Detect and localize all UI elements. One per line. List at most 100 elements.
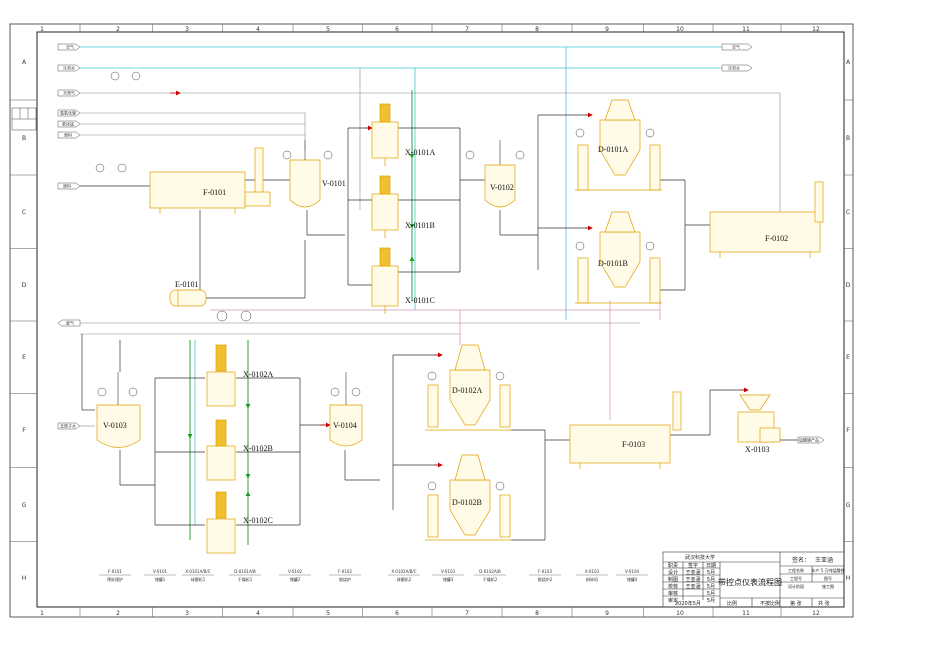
stream-air-in: 空气 (66, 44, 74, 50)
title-block-right-label: 设计阶段 (788, 583, 804, 589)
grid-col-bottom: 7 (465, 610, 469, 617)
tb-date: 2020年5月 (675, 600, 701, 607)
grid-col-top: 12 (812, 26, 820, 33)
legend-tag: V-0102 (288, 569, 303, 574)
legend-tag: V-0103 (441, 569, 456, 574)
dryer-d0101a (575, 99, 662, 191)
grid-col-bottom: 3 (185, 610, 189, 617)
dryer-d0101b (575, 211, 662, 304)
equipment-tag: D-0102B (452, 498, 482, 507)
grid-row-left: E (22, 354, 26, 361)
stream-gas: 天然气 (63, 90, 75, 96)
title-block-cell: 5月 (707, 598, 715, 604)
legend-tag: F-0102 (338, 569, 352, 574)
stream-mno: 氧化锰 (62, 121, 74, 127)
instrument-bubbles (95, 71, 655, 491)
title-block-cell: 审核 (668, 590, 678, 597)
legend-name: 干燥机2 (483, 576, 498, 582)
grid-col-bottom: 11 (742, 610, 750, 617)
grid-row-right: D (846, 282, 851, 289)
grid-row-right: B (846, 135, 850, 142)
vessel-v0103 (96, 372, 141, 448)
legend-tag: X-0102A/B/C (391, 569, 416, 574)
equipment-tag: X-0101B (405, 221, 435, 230)
grid-row-right: C (846, 209, 850, 216)
equipment-legend: F-0101预处理炉V-0101储罐1X-0101A/B/C球磨机1D-0101… (99, 569, 648, 582)
tb-sheet-total: 共 张 (818, 600, 830, 607)
title-block (662, 551, 845, 608)
equipment-tag: V-0102 (490, 183, 514, 192)
grid-row-left: D (22, 282, 27, 289)
grid-row-left: H (22, 575, 27, 582)
equipment-tag: V-0103 (103, 421, 127, 430)
equipment-tag: X-0102A (243, 370, 273, 379)
equipment-tag: X-0101C (405, 296, 435, 305)
outer-frame (9, 23, 854, 618)
legend-name: 锻烧炉 (339, 576, 351, 582)
title-block-cell: 王亚涵 (685, 583, 700, 590)
title-block-right-value: 图号 (824, 575, 832, 581)
legend-name: 储罐4 (627, 576, 638, 582)
equipment-tag: V-0101 (322, 179, 346, 188)
legend-name: 预处理炉 (107, 576, 123, 582)
grid-row-right: H (846, 575, 851, 582)
vessel-v0104 (329, 372, 363, 447)
tb-drawing-title: 带控点仪表流程图 (718, 577, 782, 587)
title-block-cell: 校核 (668, 583, 678, 590)
furnace-f0101 (149, 147, 271, 214)
tb-sheet: 第 张 (790, 600, 802, 607)
legend-tag: F-0103 (538, 569, 552, 574)
legend-name: 干燥机1 (238, 576, 253, 582)
stream-raw-feed: 原料 (63, 183, 71, 189)
tb-signature-label: 签名： (792, 556, 810, 564)
equipment-tag: F-0103 (622, 440, 645, 449)
equipment-tag: X-0102C (243, 516, 273, 525)
grid-row-right: G (846, 502, 851, 509)
grid-col-top: 9 (605, 26, 609, 33)
title-block-cell: 王亚涵 (685, 569, 700, 576)
grid-col-top: 2 (116, 26, 120, 33)
stream-water-out: 冷却水 (728, 65, 740, 71)
vessel-v0101 (289, 140, 321, 208)
grid-col-bottom: 12 (812, 610, 820, 617)
title-block-cell: 5月 (707, 591, 715, 597)
equipment-tag: D-0102A (452, 386, 482, 395)
legend-name: 储罐3 (443, 576, 454, 582)
grid-row-left: B (22, 135, 26, 142)
title-block-cell: 5月 (707, 570, 715, 576)
grid-col-bottom: 8 (535, 610, 539, 617)
cyan-air-line (80, 46, 722, 525)
grid-col-top: 11 (742, 26, 750, 33)
equipment-tag: X-0101A (405, 148, 435, 157)
legend-name: 球磨机2 (397, 576, 412, 582)
legend-name: 储罐2 (290, 576, 301, 582)
stream-air-out: 空气 (732, 44, 740, 50)
grid-col-bottom: 9 (605, 610, 609, 617)
dryer-d0102b (425, 454, 512, 541)
grid-col-bottom: 4 (256, 610, 260, 617)
title-block-cell: 职责 (668, 562, 678, 569)
equipment-tag: X-0102B (243, 444, 273, 453)
stream-product: 锰酸锂产品 (799, 437, 819, 443)
crusher-x0103 (737, 394, 781, 443)
grid-col-top: 4 (256, 26, 260, 33)
legend-tag: V-0101 (153, 569, 168, 574)
stream-water-in: 冷却水 (63, 65, 75, 71)
tb-school: 武汉科技大学 (685, 554, 715, 561)
title-block-right-value: 年产 5 万吨锰酸锂 (811, 567, 844, 573)
grid-row-left: A (22, 59, 27, 66)
legend-tag: D-0102A/B (479, 569, 501, 574)
tb-scale-label: 比例 (727, 600, 737, 607)
mill-x0101a (371, 103, 399, 166)
grid-col-bottom: 1 (40, 610, 44, 617)
grid-col-bottom: 2 (116, 610, 120, 617)
stream-lioh: 氢氧化锂 (60, 110, 76, 116)
grid-col-top: 3 (185, 26, 189, 33)
equipment-tag: X-0103 (745, 445, 769, 454)
stream-exhaust: 废气 (66, 320, 74, 326)
equipment-tag: V-0104 (333, 421, 357, 430)
title-block-right-rows: 工程名称年产 5 万吨锰酸锂工程号图号设计阶段施工图 (788, 567, 845, 589)
